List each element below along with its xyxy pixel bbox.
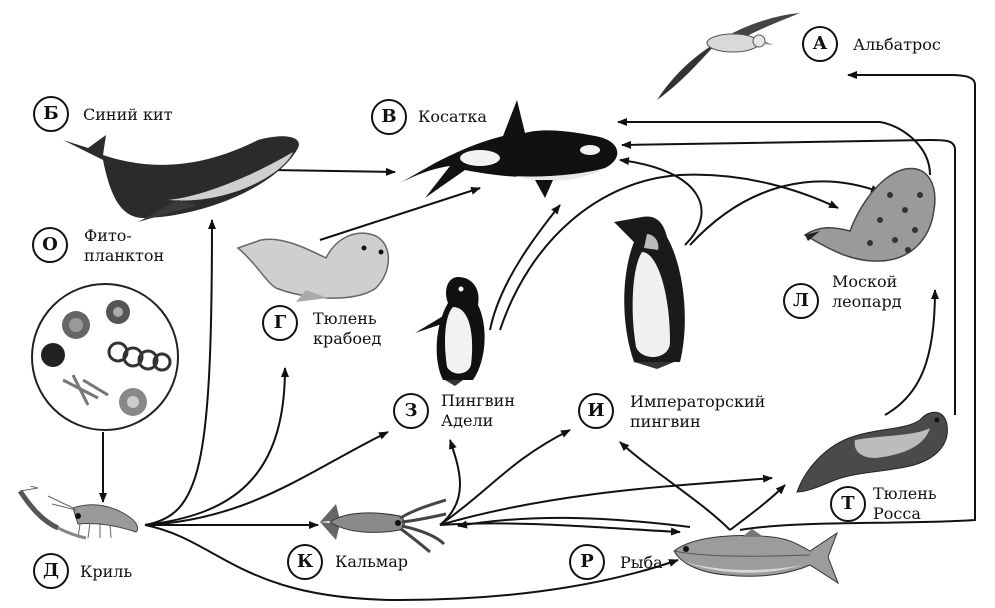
letter-crabeater-seal: Г (262, 305, 298, 341)
label-ross-seal: Тюлень Росса (873, 484, 937, 524)
krill-image (18, 486, 146, 546)
arrow-squid-fish (440, 523, 680, 532)
label-ross-seal-line1: Тюлень (873, 484, 937, 504)
albatross-image (645, 5, 805, 110)
crabeater-seal-image (236, 218, 396, 303)
label-crabeater-seal-line2: крабоед (313, 329, 381, 349)
label-ross-seal-line2: Росса (873, 504, 937, 524)
blue-whale-image (58, 130, 308, 225)
label-leopard-seal: Моской леопард (832, 272, 902, 312)
label-crabeater-seal: Тюлень крабоед (313, 309, 381, 349)
label-emperor-penguin: Императорский пингвин (630, 392, 765, 432)
letter-krill: Д (33, 553, 69, 589)
fish-image (672, 527, 840, 589)
label-crabeater-seal-line1: Тюлень (313, 309, 381, 329)
label-emperor-penguin-line1: Императорский (630, 392, 765, 412)
letter-adelie-penguin: З (393, 393, 429, 429)
squid-image (318, 494, 448, 554)
label-adelie-penguin-line1: Пингвин (441, 391, 515, 411)
letter-squid: К (287, 544, 323, 580)
label-phytoplankton: Фито- планктон (84, 226, 164, 266)
ross-seal-image (795, 400, 950, 495)
label-adelie-penguin-line2: Адели (441, 411, 515, 431)
label-leopard-seal-line1: Моской (832, 272, 902, 292)
letter-leopard-seal: Л (783, 283, 819, 319)
label-albatross: Альбатрос (853, 35, 941, 55)
letter-fish: Р (569, 544, 605, 580)
label-emperor-penguin-line2: пингвин (630, 412, 765, 432)
label-phytoplankton-line2: планктон (84, 246, 164, 266)
letter-blue-whale: Б (33, 96, 69, 132)
orca-image (395, 98, 625, 200)
label-blue-whale: Синий кит (83, 105, 173, 125)
label-fish: Рыба (620, 553, 663, 573)
label-phytoplankton-line1: Фито- (84, 226, 164, 246)
letter-phytoplankton: О (32, 227, 68, 263)
adelie-penguin-image (413, 275, 498, 387)
arrow-fish-ross (730, 485, 785, 530)
phytoplankton-image (28, 280, 183, 435)
arrow-adelie-orca (490, 205, 560, 330)
letter-albatross: А (802, 26, 838, 62)
label-adelie-penguin: Пингвин Адели (441, 391, 515, 431)
emperor-penguin-image (612, 212, 692, 372)
letter-ross-seal: Т (830, 486, 866, 522)
label-leopard-seal-line2: леопард (832, 292, 902, 312)
label-squid: Кальмар (335, 552, 408, 572)
arrow-fish-emperor (620, 442, 730, 530)
label-krill: Криль (80, 562, 132, 582)
letter-emperor-penguin: И (578, 393, 614, 429)
leopard-seal-image (800, 165, 940, 265)
